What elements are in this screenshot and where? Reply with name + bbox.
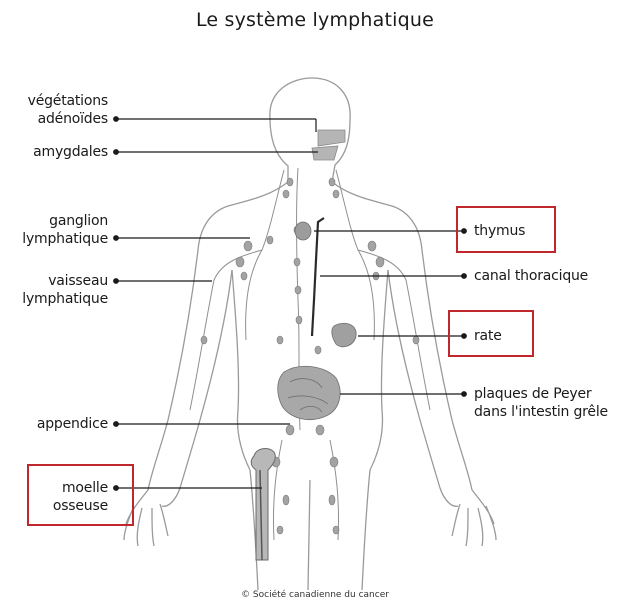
- intestine-organ: [278, 366, 340, 419]
- label-appendice: appendice: [4, 415, 108, 433]
- label-vegetations-adenoides: végétations adénoïdes: [8, 92, 108, 128]
- body-outline: [124, 78, 496, 590]
- thoracic-duct: [312, 218, 324, 336]
- label-vaisseau-lymphatique: vaisseau lymphatique: [4, 272, 108, 308]
- highlight-box-rate: [448, 310, 534, 357]
- highlight-box-thymus: [456, 206, 556, 253]
- copyright-notice: © Société canadienne du cancer: [0, 590, 630, 600]
- label-canal-thoracique: canal thoracique: [474, 267, 624, 285]
- highlight-box-moelle-osseuse: [27, 464, 134, 526]
- spleen-organ: [332, 323, 356, 347]
- label-ganglion-lymphatique: ganglion lymphatique: [4, 212, 108, 248]
- label-amygdales: amygdales: [8, 143, 108, 161]
- thymus-organ: [295, 222, 311, 240]
- adenoids-tonsils: [312, 130, 345, 160]
- label-plaques-de-peyer: plaques de Peyer dans l'intestin grêle: [474, 385, 626, 421]
